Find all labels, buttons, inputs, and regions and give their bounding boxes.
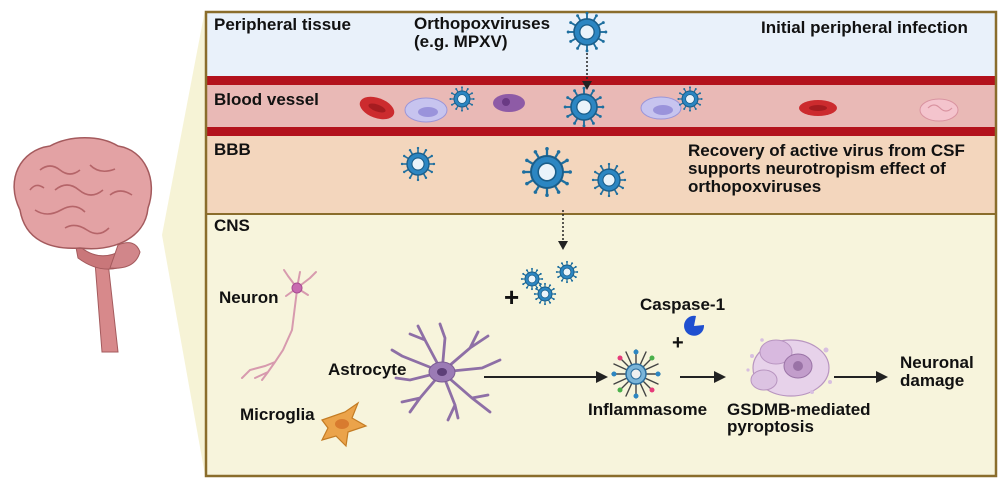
virus-particle-icon xyxy=(563,86,605,128)
zoom-wedge xyxy=(162,10,205,475)
white-blood-cell-icon xyxy=(404,97,448,123)
caspase-1-label: Caspase-1 xyxy=(640,295,726,314)
region-label-cns: CNS xyxy=(214,216,250,235)
red-blood-cell-icon xyxy=(359,96,395,120)
virus-example-label: (e.g. MPXV) xyxy=(414,32,508,51)
peripheral-tissue-region xyxy=(206,12,996,76)
pyroptosis-label-line2: pyroptosis xyxy=(727,417,814,436)
microglia-label: Microglia xyxy=(240,405,315,424)
arrow-bbb-to-cns xyxy=(558,210,568,250)
monocyte-icon xyxy=(493,94,525,112)
vessel-wall-bottom xyxy=(206,127,996,136)
brain-icon xyxy=(13,137,153,353)
csf-note-line1: Recovery of active virus from CSF xyxy=(688,141,965,160)
neuron-label: Neuron xyxy=(219,288,279,307)
virus-particle-icon xyxy=(522,147,572,197)
neuron-icon xyxy=(241,269,317,381)
region-label-peripheral: Peripheral tissue xyxy=(214,15,352,34)
inflammasome-label: Inflammasome xyxy=(588,400,708,419)
virus-particle-icon xyxy=(566,11,608,53)
arrow-peripheral-to-vessel xyxy=(582,49,592,90)
microglia-icon xyxy=(320,401,368,448)
astrocyte-icon xyxy=(390,322,502,422)
neuronal-damage-line2: damage xyxy=(900,371,965,390)
plus-sign-caspase: + xyxy=(672,332,684,354)
caspase-1-icon xyxy=(684,315,705,336)
virus-particle-icon xyxy=(520,267,544,291)
red-blood-cell-icon xyxy=(799,100,837,116)
blood-vessel-region xyxy=(206,76,996,136)
astrocyte-label: Astrocyte xyxy=(328,360,407,379)
virus-particle-icon xyxy=(533,282,557,306)
virus-particle-icon xyxy=(400,146,436,182)
inflammasome-icon xyxy=(611,349,661,399)
arrow-astrocyte-to-inflammasome xyxy=(484,371,608,383)
panel-frame xyxy=(204,10,998,478)
vessel-wall-top xyxy=(206,76,996,85)
platelet-icon xyxy=(919,98,959,122)
arrow-inflammasome-to-pyroptosis xyxy=(680,371,726,383)
neuronal-damage-line1: Neuronal xyxy=(900,353,974,372)
pyroptotic-cell-icon xyxy=(746,338,832,397)
arrow-pyroptosis-to-damage xyxy=(834,371,888,383)
virus-particle-icon xyxy=(449,86,475,112)
virus-particle-icon xyxy=(591,162,627,198)
white-blood-cell-icon xyxy=(640,96,682,120)
pyroptosis-label-line1: GSDMB-mediated xyxy=(727,400,871,419)
region-label-blood-vessel: Blood vessel xyxy=(214,90,319,109)
virus-name-label: Orthopoxviruses xyxy=(414,14,551,33)
csf-note-line2: supports neurotropism effect of xyxy=(688,159,946,178)
csf-note-line3: orthopoxviruses xyxy=(688,177,822,196)
virus-particle-icon xyxy=(555,260,579,284)
initial-infection-label: Initial peripheral infection xyxy=(761,18,968,37)
region-label-bbb: BBB xyxy=(214,140,251,159)
plus-sign: + xyxy=(504,282,520,312)
virus-particle-icon xyxy=(677,86,703,112)
